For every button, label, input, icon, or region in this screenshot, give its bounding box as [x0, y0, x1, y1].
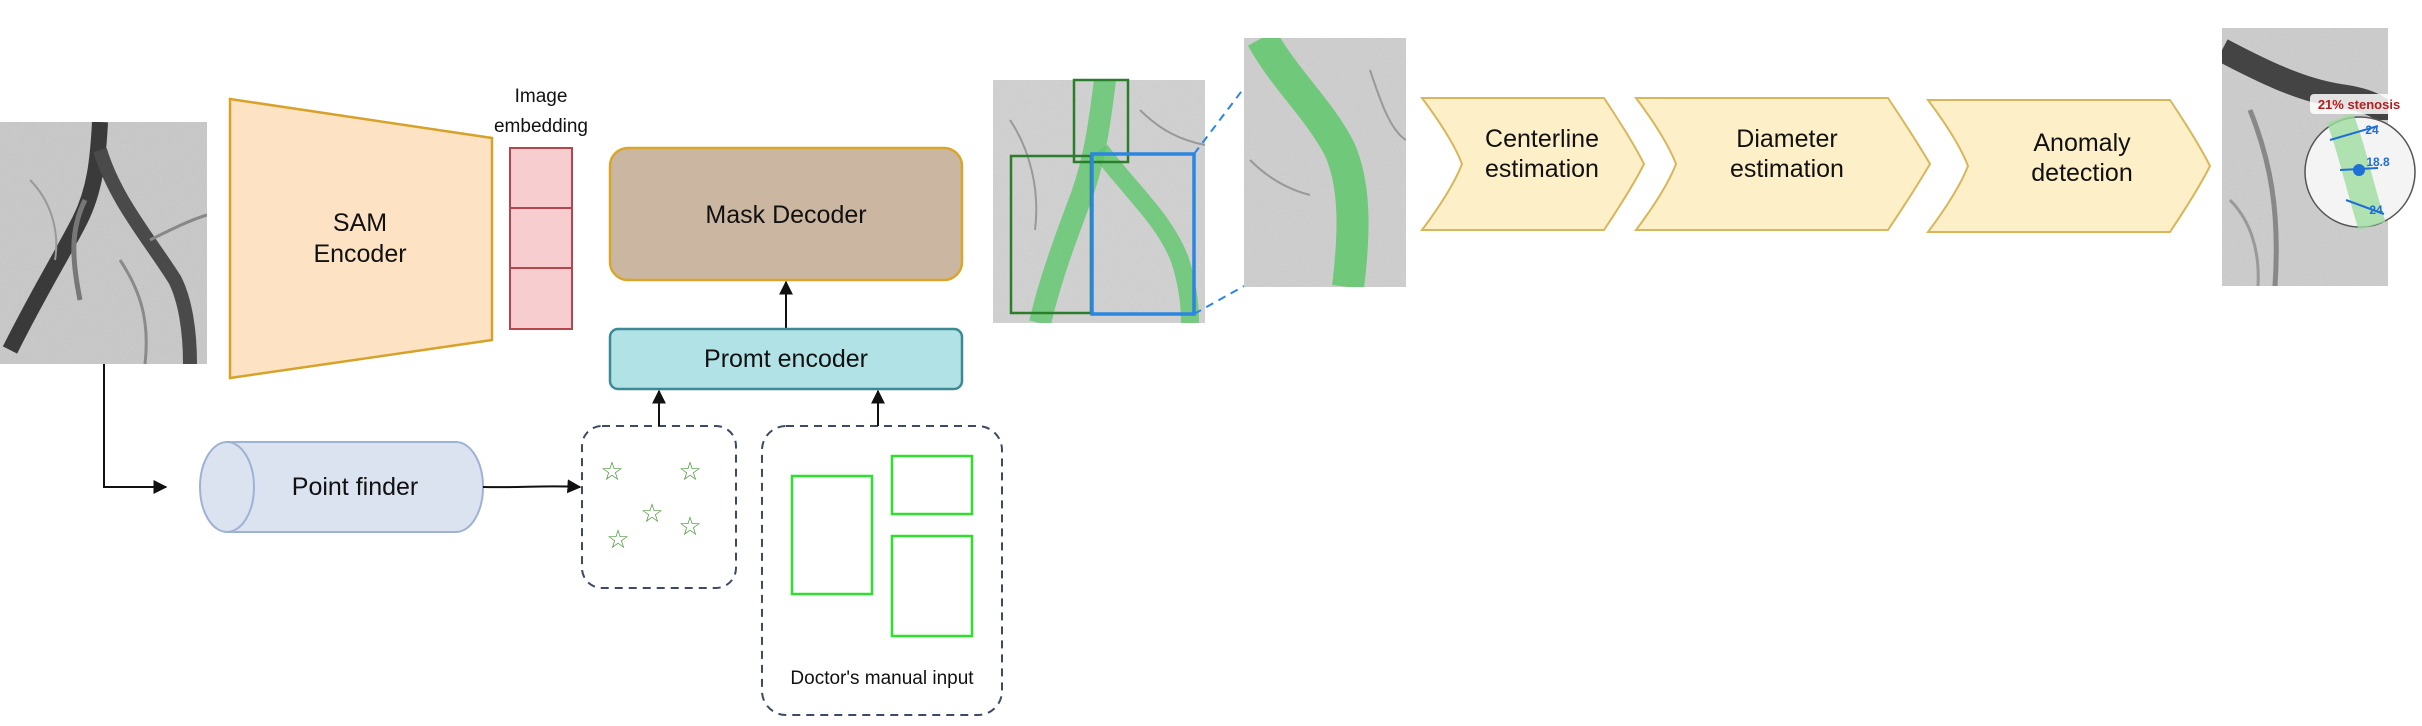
manual-bounding-box	[890, 454, 974, 516]
measure-bottom: 24	[2369, 203, 2383, 217]
image-embedding-block: Image embedding	[494, 86, 588, 330]
stenosis-label-bg	[2310, 94, 2408, 114]
mask-decoder-label: Mask Decoder	[705, 201, 866, 229]
prompt-encoder-block: Promt encoder	[608, 327, 964, 391]
point-star-icon: ☆	[678, 456, 701, 486]
connector-point-finder-to-points	[482, 479, 582, 494]
diameter-label-line1: Diameter	[1736, 125, 1837, 153]
centerline-label-line1: Centerline	[1485, 125, 1599, 153]
segmentation-box-small	[1072, 78, 1130, 164]
stenosis-point-icon	[2353, 164, 2365, 176]
sam-encoder-label-line2: Encoder	[313, 240, 406, 268]
segmentation-output-image	[993, 80, 1205, 323]
point-finder-label: Point finder	[292, 473, 418, 501]
point-star-icon: ☆	[640, 498, 663, 528]
point-star-icon: ☆	[600, 456, 623, 486]
mask-decoder-block: Mask Decoder	[608, 146, 964, 282]
step-anomaly-detection: Anomaly detection	[1926, 99, 2212, 233]
anomaly-label-line1: Anomaly	[2033, 129, 2131, 157]
stenosis-zoom-lens: 24 18.8 24	[2304, 113, 2416, 231]
prompt-encoder-label: Promt encoder	[704, 345, 868, 373]
detected-points-box: ☆ ☆ ☆ ☆ ☆	[581, 425, 737, 589]
centerline-label-line2: estimation	[1485, 155, 1599, 183]
diameter-label-line2: estimation	[1730, 155, 1844, 183]
step-diameter-estimation: Diameter estimation	[1634, 97, 1932, 231]
measure-top: 24	[2365, 123, 2379, 137]
anomaly-label-line2: detection	[2031, 159, 2132, 187]
input-angiogram-image	[0, 122, 207, 364]
manual-bounding-box	[890, 534, 974, 638]
doctor-input-box: Doctor's manual input	[761, 425, 1003, 716]
zoomed-vessel-crop	[1244, 38, 1406, 287]
segmentation-box-highlight	[1090, 152, 1196, 316]
step-centerline-estimation: Centerline estimation	[1420, 97, 1646, 231]
point-finder-block: Point finder	[199, 441, 484, 533]
zoom-line-bottom	[1193, 285, 1245, 315]
point-star-icon: ☆	[606, 524, 629, 554]
image-embedding-label-line1: Image	[515, 86, 568, 107]
connector-input-to-point-finder	[103, 364, 168, 494]
manual-bounding-box	[790, 474, 874, 596]
doctor-input-label: Doctor's manual input	[790, 668, 974, 689]
sam-encoder-label-line1: SAM	[333, 209, 387, 237]
image-embedding-label-line2: embedding	[494, 116, 588, 137]
point-star-icon: ☆	[678, 511, 701, 541]
sam-encoder-block: SAM Encoder	[228, 97, 494, 380]
stenosis-label: 21% stenosis	[2318, 97, 2400, 112]
measure-mid: 18.8	[2366, 155, 2390, 169]
